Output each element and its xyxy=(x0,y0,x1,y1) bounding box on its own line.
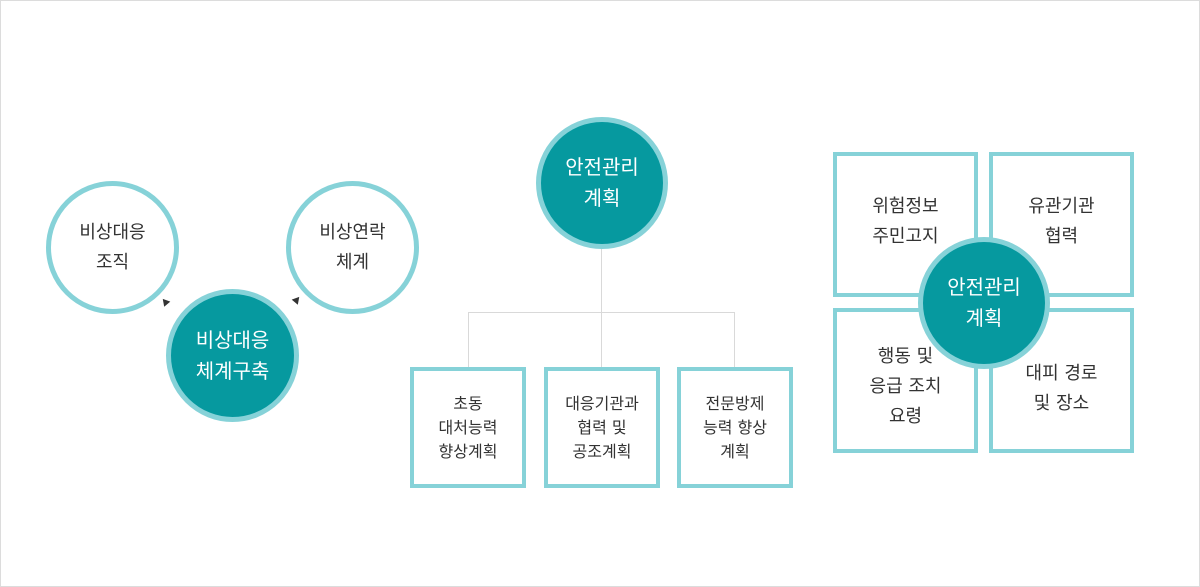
emergency-contact-label: 비상연락 체계 xyxy=(319,221,386,273)
agency-cooperation-box: 대응기관과 협력 및 공조계획 xyxy=(544,367,660,488)
agency-cooperation-label: 대응기관과 협력 및 공조계획 xyxy=(565,393,639,461)
safety-plan-root-label: 안전관리 계획 xyxy=(565,155,639,210)
safety-plan-center-label: 안전관리 계획 xyxy=(947,275,1021,330)
connector-middle xyxy=(601,312,602,368)
emergency-build-label: 비상대응 체계구축 xyxy=(195,327,270,383)
emergency-contact-circle: 비상연락 체계 xyxy=(286,181,419,314)
initial-response-box: 초동 대처능력 향상계획 xyxy=(410,367,526,488)
expert-control-label: 전문방제 능력 향상 계획 xyxy=(703,393,767,461)
related-agency-label: 유관기관 협력 xyxy=(1028,196,1095,247)
safety-plan-root-circle: 안전관리 계획 xyxy=(536,117,668,249)
expert-control-box: 전문방제 능력 향상 계획 xyxy=(677,367,793,488)
emergency-org-label: 비상대응 조직 xyxy=(79,221,146,273)
safety-plan-center-circle: 안전관리 계획 xyxy=(918,237,1050,369)
emergency-org-circle: 비상대응 조직 xyxy=(46,181,179,314)
initial-response-label: 초동 대처능력 향상계획 xyxy=(438,393,498,461)
action-guide-label: 행동 및 응급 조치 요령 xyxy=(869,346,942,427)
connector-right xyxy=(734,312,735,368)
evacuation-label: 대피 경로 및 장소 xyxy=(1025,363,1098,414)
arrow-to-contact xyxy=(291,294,303,305)
connector-vertical-main xyxy=(601,246,602,312)
connector-left xyxy=(468,312,469,368)
risk-notice-label: 위험정보 주민고지 xyxy=(872,196,939,247)
arrow-to-org xyxy=(159,296,171,307)
emergency-build-circle: 비상대응 체계구축 xyxy=(166,289,299,422)
